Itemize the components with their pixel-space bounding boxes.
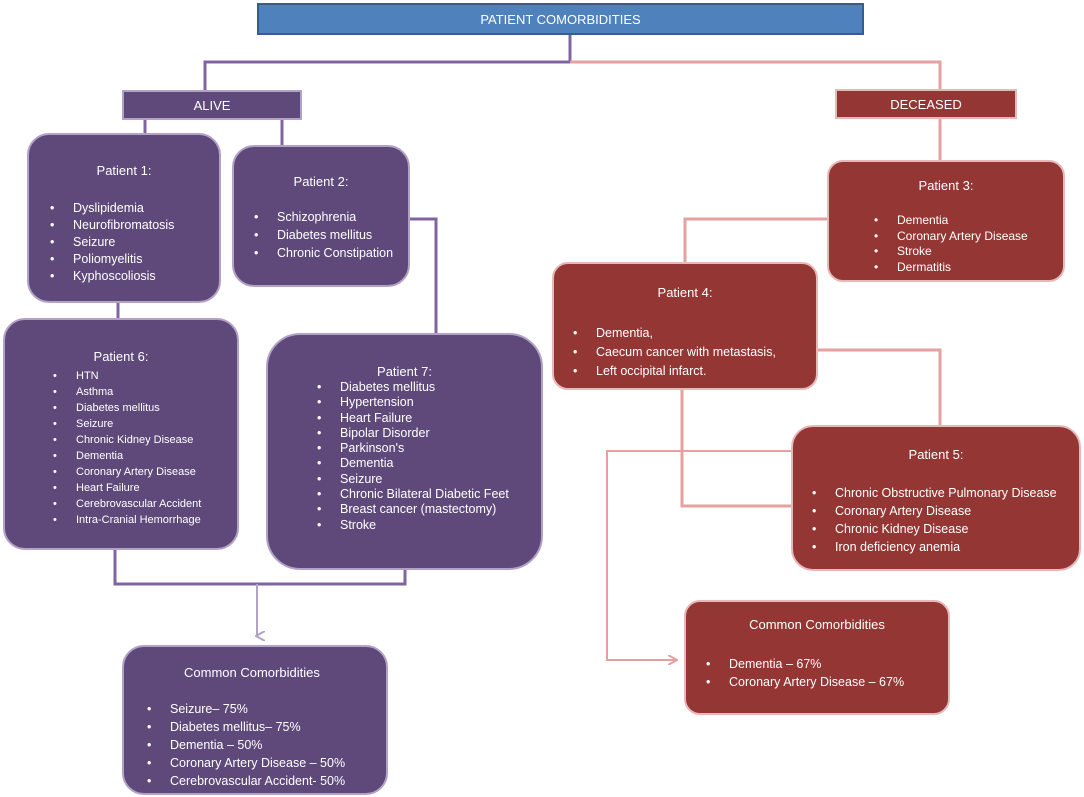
connector-root-deceased: [570, 60, 942, 89]
deceased-label: DECEASED: [890, 96, 962, 112]
list-item: Chronic Constipation: [254, 244, 408, 262]
connector-p4-p5-lower: [680, 390, 793, 508]
common-comorbidities-deceased-card: Common Comorbidities Dementia – 67% Coro…: [684, 600, 950, 715]
list-item: Dementia – 50%: [147, 736, 386, 754]
arrow-deceased-common: [606, 450, 793, 660]
list-item: Dermatitis: [874, 260, 1063, 276]
patient-1-title: Patient 1:: [96, 163, 152, 178]
list-item: Dementia: [874, 213, 1063, 229]
list-item: Seizure: [50, 234, 219, 251]
list-item: Chronic Kidney Disease: [53, 432, 237, 448]
deceased-group-node: DECEASED: [835, 89, 1017, 119]
patient-6-card: Patient 6: HTN Asthma Diabetes mellitus …: [3, 318, 239, 550]
list-item: Intra-Cranial Hemorrhage: [53, 512, 237, 528]
list-item: Heart Failure: [53, 480, 237, 496]
connector-alive-common: [113, 548, 407, 586]
common-comorbidities-alive-card: Common Comorbidities Seizure– 75% Diabet…: [122, 645, 388, 795]
list-item: Left occipital infarct.: [573, 362, 816, 381]
list-item: Chronic Kidney Disease: [812, 520, 1079, 538]
list-item: Coronary Artery Disease – 50%: [147, 754, 386, 772]
list-item: Diabetes mellitus: [254, 226, 408, 244]
patient-7-title: Patient 7:: [377, 364, 432, 379]
list-item: Parkinson's: [317, 441, 541, 457]
list-item: Seizure: [317, 472, 541, 488]
list-item: Diabetes mellitus: [317, 380, 541, 396]
list-item: Seizure: [53, 416, 237, 432]
list-item: Schizophrenia: [254, 208, 408, 226]
list-item: Dementia: [317, 456, 541, 472]
connector-p2-p7: [409, 217, 438, 335]
patient-7-list: Diabetes mellitus Hypertension Heart Fai…: [317, 380, 541, 534]
patient-3-list: Dementia Coronary Artery Disease Stroke …: [874, 213, 1063, 276]
list-item: Stroke: [874, 244, 1063, 260]
patient-3-title: Patient 3:: [918, 178, 974, 193]
list-item: Dyslipidemia: [50, 200, 219, 217]
patient-6-title: Patient 6:: [93, 349, 149, 364]
list-item: Cerebrovascular Accident: [53, 496, 237, 512]
common-deceased-list: Dementia – 67% Coronary Artery Disease –…: [706, 655, 948, 691]
alive-label: ALIVE: [193, 97, 231, 113]
common-alive-list: Seizure– 75% Diabetes mellitus– 75% Deme…: [147, 700, 386, 790]
root-node: PATIENT COMORBIDITIES: [257, 3, 864, 35]
patient-5-title: Patient 5:: [908, 447, 964, 462]
patient-2-card: Patient 2: Schizophrenia Diabetes mellit…: [232, 145, 410, 287]
patient-4-card: Patient 4: Dementia, Caecum cancer with …: [552, 262, 818, 390]
patient-7-card: Patient 7: Diabetes mellitus Hypertensio…: [266, 333, 543, 570]
patient-4-list: Dementia, Caecum cancer with metastasis,…: [573, 324, 816, 381]
list-item: Dementia – 67%: [706, 655, 948, 673]
list-item: Seizure– 75%: [147, 700, 386, 718]
connector-root-alive: [203, 35, 572, 90]
patient-5-list: Chronic Obstructive Pulmonary Disease Co…: [812, 484, 1079, 556]
list-item: Kyphoscoliosis: [50, 268, 219, 285]
list-item: Caecum cancer with metastasis,: [573, 343, 816, 362]
list-item: Coronary Artery Disease – 67%: [706, 673, 948, 691]
patient-2-list: Schizophrenia Diabetes mellitus Chronic …: [254, 208, 408, 262]
common-deceased-title: Common Comorbidities: [749, 617, 885, 632]
list-item: Breast cancer (mastectomy): [317, 502, 541, 518]
patient-1-list: Dyslipidemia Neurofibromatosis Seizure P…: [50, 200, 219, 285]
patient-3-card: Patient 3: Dementia Coronary Artery Dise…: [827, 160, 1065, 282]
list-item: Bipolar Disorder: [317, 426, 541, 442]
list-item: Hypertension: [317, 395, 541, 411]
list-item: Diabetes mellitus: [53, 400, 237, 416]
connector-p3-p4: [683, 217, 828, 264]
list-item: Neurofibromatosis: [50, 217, 219, 234]
connector-p4-p5: [817, 348, 942, 426]
patient-6-list: HTN Asthma Diabetes mellitus Seizure Chr…: [53, 368, 237, 528]
list-item: Stroke: [317, 518, 541, 534]
common-alive-title: Common Comorbidities: [184, 665, 320, 680]
list-item: Heart Failure: [317, 411, 541, 427]
patient-1-card: Patient 1: Dyslipidemia Neurofibromatosi…: [27, 133, 221, 303]
list-item: Poliomyelitis: [50, 251, 219, 268]
list-item: Chronic Obstructive Pulmonary Disease: [812, 484, 1079, 502]
list-item: Dementia,: [573, 324, 816, 343]
list-item: Cerebrovascular Accident- 50%: [147, 772, 386, 790]
list-item: Coronary Artery Disease: [812, 502, 1079, 520]
list-item: Diabetes mellitus– 75%: [147, 718, 386, 736]
root-title: PATIENT COMORBIDITIES: [480, 11, 641, 27]
list-item: Coronary Artery Disease: [874, 229, 1063, 245]
list-item: Chronic Bilateral Diabetic Feet: [317, 487, 541, 503]
list-item: HTN: [53, 368, 237, 384]
patient-2-title: Patient 2:: [293, 174, 349, 189]
list-item: Asthma: [53, 384, 237, 400]
alive-group-node: ALIVE: [122, 90, 302, 120]
patient-4-title: Patient 4:: [657, 285, 713, 300]
list-item: Iron deficiency anemia: [812, 538, 1079, 556]
patient-5-card: Patient 5: Chronic Obstructive Pulmonary…: [791, 425, 1081, 571]
list-item: Dementia: [53, 448, 237, 464]
list-item: Coronary Artery Disease: [53, 464, 237, 480]
